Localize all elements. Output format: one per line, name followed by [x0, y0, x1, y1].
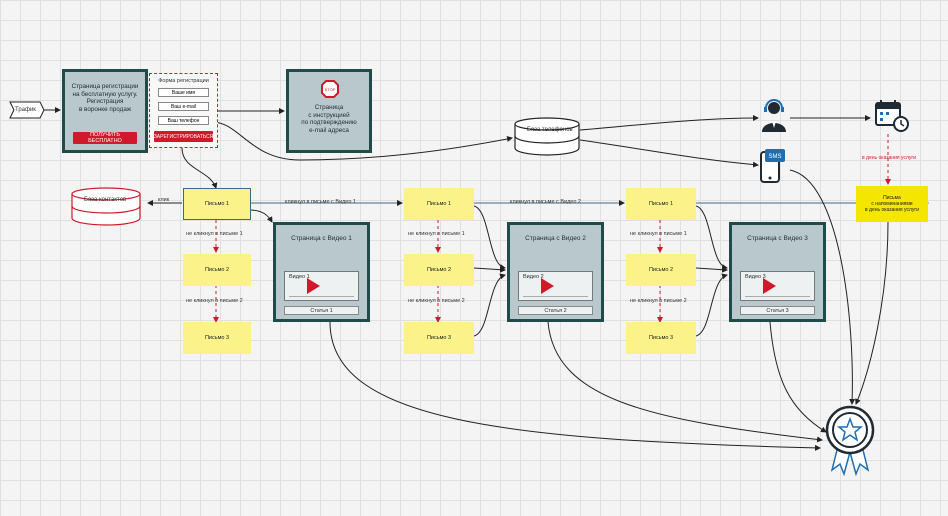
letter-1-col3: Письмо 1	[626, 188, 696, 220]
sms-text: SMS	[768, 154, 781, 160]
article-2: Статья 2	[518, 306, 593, 315]
phone-database-label: База телефонов	[527, 127, 573, 133]
clicked-video-2-label: кликнул в письме с Видео 2	[510, 199, 581, 205]
registration-form: Форма регистрации Ваше имя Ваш e-mail Ва…	[149, 73, 218, 148]
video-progress-bar	[289, 296, 354, 297]
reminder-letters-note: Письма с напоминаниями в день оказания у…	[856, 186, 928, 222]
not-clicked-1-col2: не кликнул в письме 1	[408, 231, 465, 237]
phone-field[interactable]: Ваш телефон	[158, 116, 209, 125]
stop-sign-text: STOP	[325, 87, 336, 92]
video-page-3: Страница с Видео 3 Видео 3 Статья 3	[729, 222, 826, 322]
not-clicked-2-col2: не кликнул в письме 2	[408, 298, 465, 304]
name-field[interactable]: Ваше имя	[158, 88, 209, 97]
video-player-3[interactable]: Видео 3	[740, 271, 815, 301]
register-button[interactable]: ЗАРЕГИСТРИРОВАТЬСЯ	[154, 131, 213, 142]
instructions-text: Страница с инструкцией по подтверждению …	[301, 104, 357, 134]
video-player-1[interactable]: Видео 1	[284, 271, 359, 301]
video-3-label: Видео 3	[745, 274, 766, 280]
video-page-1-title: Страница с Видео 1	[291, 235, 352, 242]
stop-sign-icon: STOP	[321, 80, 339, 98]
letter-1-col2: Письмо 1	[404, 188, 474, 220]
contacts-database-label: База контактов	[84, 197, 127, 203]
article-3: Статья 3	[740, 306, 815, 315]
not-clicked-1-col3: не кликнул в письме 1	[630, 231, 687, 237]
landing-page-card: Страница регистрации на бесплатную услуг…	[62, 69, 148, 153]
letter-2-col1: Письмо 2	[183, 254, 251, 286]
arrow-traffic	[9, 101, 45, 119]
video-progress-bar	[745, 296, 810, 297]
play-icon[interactable]	[763, 278, 776, 294]
letter-2-col2: Письмо 2	[404, 254, 474, 286]
form-title: Форма регистрации	[158, 78, 209, 84]
video-player-2[interactable]: Видео 2	[518, 271, 593, 301]
instructions-page-card: STOP Страница с инструкцией по подтвержд…	[286, 69, 372, 153]
video-1-label: Видео 1	[289, 274, 310, 280]
letter-2-col3: Письмо 2	[626, 254, 696, 286]
video-page-2: Страница с Видео 2 Видео 2 Статья 2	[507, 222, 604, 322]
article-1: Статья 1	[284, 306, 359, 315]
letter-3-col3: Письмо 3	[626, 322, 696, 354]
letter-3-col2: Письмо 3	[404, 322, 474, 354]
contacts-database-icon	[71, 187, 141, 226]
video-page-1: Страница с Видео 1 Видео 1 Статья 1	[273, 222, 370, 322]
video-page-2-title: Страница с Видео 2	[525, 235, 586, 242]
play-icon[interactable]	[307, 278, 320, 294]
call-center-operator-icon	[762, 99, 786, 132]
video-2-label: Видео 2	[523, 274, 544, 280]
service-day-label: в день оказания услуги	[862, 155, 917, 161]
video-page-3-title: Страница с Видео 3	[747, 235, 808, 242]
video-progress-bar	[523, 296, 588, 297]
letter-3-col1: Письмо 3	[183, 322, 251, 354]
clicked-video-1-label: кликнул в письме с Видео 1	[285, 199, 356, 205]
not-clicked-1-col1: не кликнул в письме 1	[186, 231, 243, 237]
sms-phone-icon: SMS	[760, 149, 785, 183]
email-field[interactable]: Ваш e-mail	[158, 102, 209, 111]
landing-page-text: Страница регистрации на бесплатную услуг…	[71, 83, 139, 113]
click-label: клик	[158, 197, 170, 203]
play-icon[interactable]	[541, 278, 554, 294]
award-badge-icon	[825, 405, 875, 476]
not-clicked-2-col1: не кликнул в письме 2	[186, 298, 243, 304]
get-free-button[interactable]: ПОЛУЧИТЬ БЕСПЛАТНО	[73, 132, 137, 144]
traffic-label: Трафик	[15, 107, 36, 113]
letter-1-col1: Письмо 1	[183, 188, 251, 220]
phone-database-icon	[514, 117, 580, 156]
calendar-clock-icon	[875, 100, 909, 132]
not-clicked-2-col3: не кликнул в письме 2	[630, 298, 687, 304]
